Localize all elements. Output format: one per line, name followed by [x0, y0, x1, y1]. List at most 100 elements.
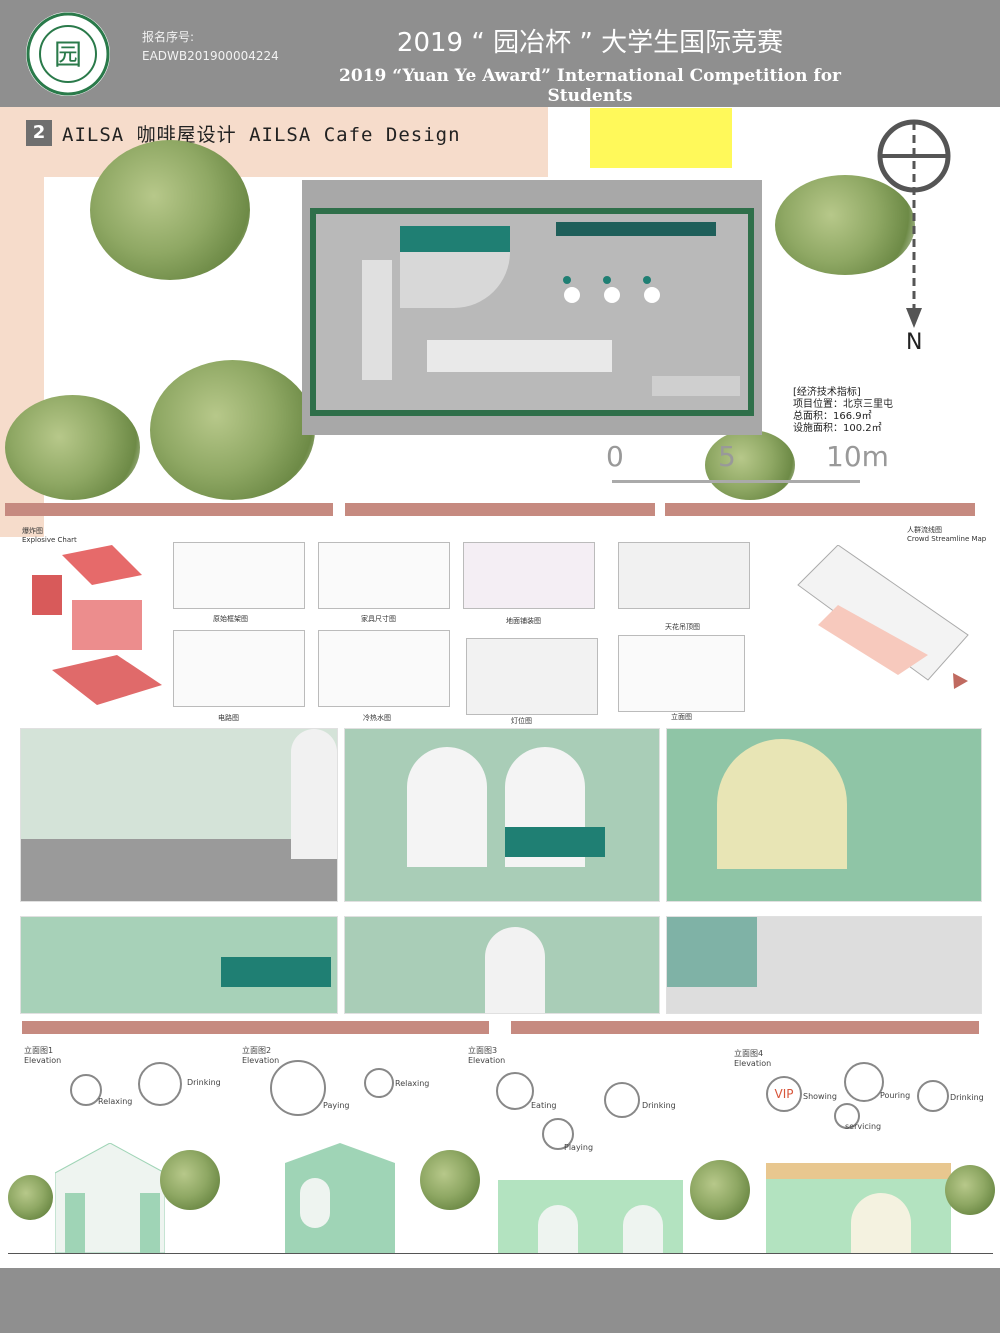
render-arch — [407, 747, 487, 867]
elevation-1-subtitle: Elevation — [24, 1056, 62, 1065]
scale-tick-0: 0 — [606, 440, 624, 473]
drawing-lights — [466, 638, 598, 715]
render-steps — [21, 839, 337, 901]
render-arch — [485, 927, 545, 1013]
plan-kitchen — [652, 376, 740, 396]
drawing-elevation — [618, 635, 745, 712]
divider-bar — [5, 503, 333, 516]
render-arch — [717, 739, 847, 869]
tree-canopy — [775, 175, 915, 275]
eating-icon — [496, 1072, 534, 1110]
header-bar — [0, 0, 1000, 107]
relaxing-icon — [364, 1068, 394, 1098]
elevation-arch — [538, 1205, 578, 1253]
elevation-2-title: 立面图2 Elevation — [242, 1046, 279, 1066]
render-window — [667, 917, 757, 987]
divider-bar — [665, 503, 975, 516]
elevation-4-title-cn: 立面图4 — [734, 1049, 764, 1058]
scale-bar-line — [612, 480, 860, 483]
elevation-1-title-cn: 立面图1 — [24, 1046, 54, 1055]
tree-canopy — [690, 1160, 750, 1220]
elevation-2-icon-label: Relaxing — [395, 1079, 430, 1088]
svg-text:园: 园 — [54, 38, 82, 71]
plan-cafe-tables — [552, 270, 692, 310]
scale-tick-10m: 10m — [826, 440, 889, 473]
page-title-en: 2019 “Yuan Ye Award” International Compe… — [339, 66, 841, 106]
elevation-arch — [851, 1193, 911, 1253]
tree-canopy — [8, 1175, 53, 1220]
drawing-circuit — [173, 630, 305, 707]
elevation-4-subtitle: Elevation — [734, 1059, 772, 1068]
vip-icon: VIP — [766, 1076, 802, 1112]
explosive-chart-title-cn: 爆炸图 — [22, 527, 43, 535]
yellow-site-block — [590, 108, 732, 168]
drawing-grid: 原始框架图 家具尺寸图 地面铺装图 天花吊顶图 电路图 冷热水图 灯位图 立面图 — [168, 530, 778, 725]
footer-bar — [0, 1268, 1000, 1333]
elevation-1-building — [54, 1142, 166, 1254]
elevation-3-building — [498, 1180, 683, 1253]
divider-bar — [22, 1021, 489, 1034]
render-window-view — [666, 916, 982, 1014]
north-label: N — [906, 330, 923, 355]
relaxing-icon — [70, 1074, 102, 1106]
tree-canopy — [5, 395, 140, 500]
render-bench — [221, 957, 331, 987]
plan-bench — [400, 226, 510, 252]
render-arch — [291, 729, 337, 859]
servicing-icon — [834, 1103, 860, 1129]
ground-line — [8, 1253, 993, 1254]
render-stairs-seating — [20, 728, 338, 902]
tree-canopy — [90, 140, 250, 280]
streamline-title-cn: 人群流线图 — [907, 526, 942, 534]
streamline-title-en: Crowd Streamline Map — [907, 535, 987, 543]
drawing-frame — [173, 542, 305, 609]
drawing-label: 家具尺寸图 — [361, 615, 396, 623]
elevation-roof — [766, 1163, 951, 1179]
streamline-label: 人群流线图 Crowd Streamline Map — [907, 526, 986, 544]
render-bench — [505, 827, 605, 857]
competition-logo: 园 — [26, 12, 110, 96]
drawing-label: 灯位图 — [511, 717, 532, 725]
drawing-label: 天花吊顶图 — [665, 623, 700, 631]
elevation-3-title-cn: 立面图3 — [468, 1046, 498, 1055]
paying-icon — [270, 1060, 326, 1116]
elevation-3-icon-label: Eating — [531, 1101, 557, 1110]
render-bar-area — [666, 728, 982, 902]
elevation-4-icon-label: servicing — [845, 1122, 882, 1131]
elevation-3-icon-label: Playing — [564, 1143, 594, 1152]
tech-index-total-area: 总面积：166.9㎡ — [793, 411, 872, 422]
elevation-2-subtitle: Elevation — [242, 1056, 280, 1065]
tech-index-heading: [经济技术指标] — [793, 387, 861, 398]
registration-label: 报名序号: — [142, 30, 195, 44]
drawing-label: 原始框架图 — [213, 615, 248, 623]
north-arrow — [876, 118, 954, 358]
elevation-1-icon-label: Relaxing — [98, 1097, 133, 1106]
registration-number: EADWB201900004224 — [142, 49, 279, 63]
drawing-ceiling — [618, 542, 750, 609]
elevation-arch — [623, 1205, 663, 1253]
elevation-1-icon-label: Drinking — [187, 1078, 221, 1087]
drawing-label: 电路图 — [218, 714, 239, 722]
section-title: AILSA 咖啡屋设计 AILSA Cafe Design — [62, 124, 461, 146]
drinking-icon — [138, 1062, 182, 1106]
streamline-drawing — [778, 544, 978, 710]
elevation-3-subtitle: Elevation — [468, 1056, 506, 1065]
plan-walls — [310, 208, 754, 416]
drawing-label: 冷热水图 — [363, 714, 391, 722]
drawing-water — [318, 630, 450, 707]
tech-index-facility-area: 设施面积：100.2㎡ — [793, 423, 882, 434]
plan-dining-tables — [362, 260, 392, 380]
playing-icon — [542, 1118, 574, 1150]
explosive-chart-title-en: Explosive Chart — [22, 536, 77, 544]
section-number: 2 — [26, 120, 52, 146]
drawing-floor — [463, 542, 595, 609]
tree-canopy — [150, 360, 315, 500]
plan-counter — [556, 222, 716, 236]
divider-bar — [345, 503, 655, 516]
elevation-4-building — [766, 1163, 951, 1253]
drawing-label: 立面图 — [671, 713, 692, 721]
tree-canopy — [705, 430, 795, 500]
elevation-4-icon-label: Showing — [803, 1092, 837, 1101]
elevation-2-building — [285, 1143, 395, 1253]
elevation-3-icon-label: Drinking — [642, 1101, 676, 1110]
